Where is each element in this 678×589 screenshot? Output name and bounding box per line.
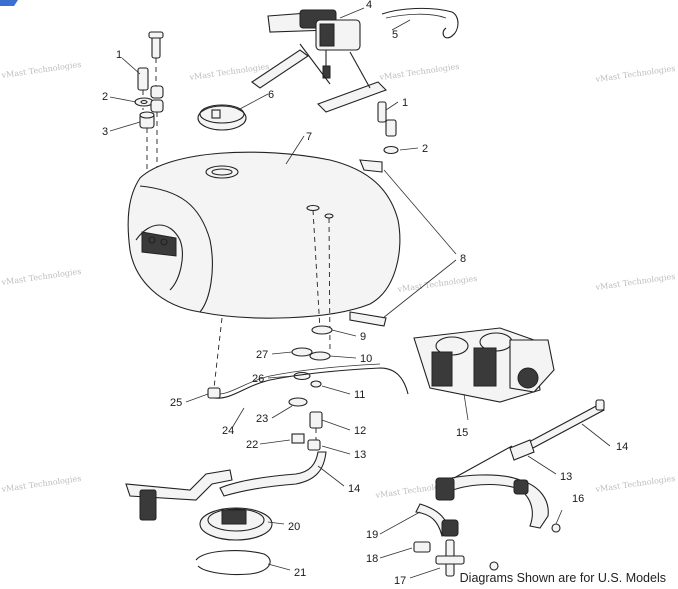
callout-8: 8 (460, 253, 466, 265)
callout-4: 4 (366, 0, 372, 11)
rod-14-cap (595, 399, 605, 411)
callout-12: 12 (354, 425, 366, 437)
callout-1-left: 1 (116, 49, 122, 61)
fuel-pump-module-20 (125, 469, 273, 541)
watermark: vMast Technologies (594, 272, 676, 292)
hose-14-left (219, 451, 327, 497)
callout-2-left: 2 (102, 91, 108, 103)
washer-9 (311, 325, 333, 335)
fuel-line-24 (213, 367, 409, 399)
fuel-line-24-inner (213, 363, 381, 395)
wire-5-inner (385, 13, 447, 19)
watermark-text: vMast Technologies (378, 62, 460, 82)
grommet-stack (146, 85, 164, 200)
watermark-text: vMast Technologies (594, 64, 676, 84)
clip-22 (291, 433, 305, 444)
callout-11: 11 (354, 389, 365, 401)
washer-10 (309, 351, 331, 361)
fitting-25 (207, 387, 221, 399)
bolt-1-left (148, 31, 164, 92)
watermark: vMast Technologies (378, 62, 460, 82)
retaining-ring-21 (195, 550, 271, 576)
screw-16 (489, 509, 563, 571)
nut-part-left (137, 67, 149, 110)
watermark-text: vMast Technologies (0, 60, 82, 80)
fuel-pump-4 (251, 9, 387, 113)
washer-2-left (134, 97, 154, 107)
watermark-text: vMast Technologies (594, 272, 676, 292)
watermark: vMast Technologies (594, 474, 676, 494)
bolt-1-right (377, 101, 399, 155)
callout-14-right: 14 (616, 441, 628, 453)
callout-22: 22 (246, 439, 258, 451)
bracket-8 (349, 159, 457, 327)
callout-26: 26 (252, 373, 264, 385)
callout-13-upper: 13 (354, 449, 366, 461)
fuel-cap-6 (197, 104, 247, 131)
watermark: vMast Technologies (0, 267, 82, 287)
ring-11 (310, 380, 322, 388)
callout-7: 7 (306, 131, 312, 143)
callout-9: 9 (360, 331, 366, 343)
fitting-12 (309, 411, 323, 429)
leader-lines (109, 7, 611, 579)
watermark-text: vMast Technologies (396, 274, 478, 294)
diagram-caption: Diagrams Shown are for U.S. Models (457, 571, 668, 585)
callout-14-left: 14 (348, 483, 360, 495)
callout-1-right: 1 (402, 97, 408, 109)
watermark: vMast Technologies (594, 64, 676, 84)
watermark-text: vMast Technologies (0, 474, 82, 494)
grommet-3 (139, 111, 155, 129)
washer-27 (291, 347, 313, 357)
fitting-13-upper (307, 439, 321, 451)
washer-2-left-hole (140, 99, 148, 105)
callout-5: 5 (392, 29, 398, 41)
callout-15: 15 (456, 427, 468, 439)
callout-24: 24 (222, 425, 234, 437)
watermark-text: vMast Technologies (0, 267, 82, 287)
watermark: vMast Technologies (0, 60, 82, 80)
callout-25: 25 (170, 397, 182, 409)
hose-19 (415, 445, 549, 537)
callout-labels: 1 2 3 4 5 6 1 7 2 8 9 27 10 26 11 25 23 … (102, 0, 628, 587)
tee-fitting-17 (435, 539, 465, 577)
washer-23 (288, 397, 308, 407)
watermark: vMast Technologies (0, 474, 82, 494)
callout-6: 6 (268, 89, 274, 101)
callout-2-right: 2 (422, 143, 428, 155)
callout-18: 18 (366, 553, 378, 565)
callout-13-right: 13 (560, 471, 572, 483)
watermark: vMast Technologies (396, 274, 478, 294)
sleeve-13-right (509, 439, 535, 461)
cropped-blue-fragment (0, 0, 18, 6)
watermark-text: vMast Technologies (594, 474, 676, 494)
callout-20: 20 (288, 521, 300, 533)
callout-16: 16 (572, 493, 584, 505)
fuel-tank-7 (127, 151, 401, 389)
wire-5 (381, 7, 459, 39)
callout-23: 23 (256, 413, 268, 425)
callout-10: 10 (360, 353, 372, 365)
callout-21: 21 (294, 567, 306, 579)
callout-17: 17 (394, 575, 406, 587)
throttle-body-15 (413, 327, 555, 421)
callout-3: 3 (102, 126, 108, 138)
callout-19: 19 (366, 529, 378, 541)
clip-18 (413, 541, 431, 553)
callout-27: 27 (256, 349, 268, 361)
